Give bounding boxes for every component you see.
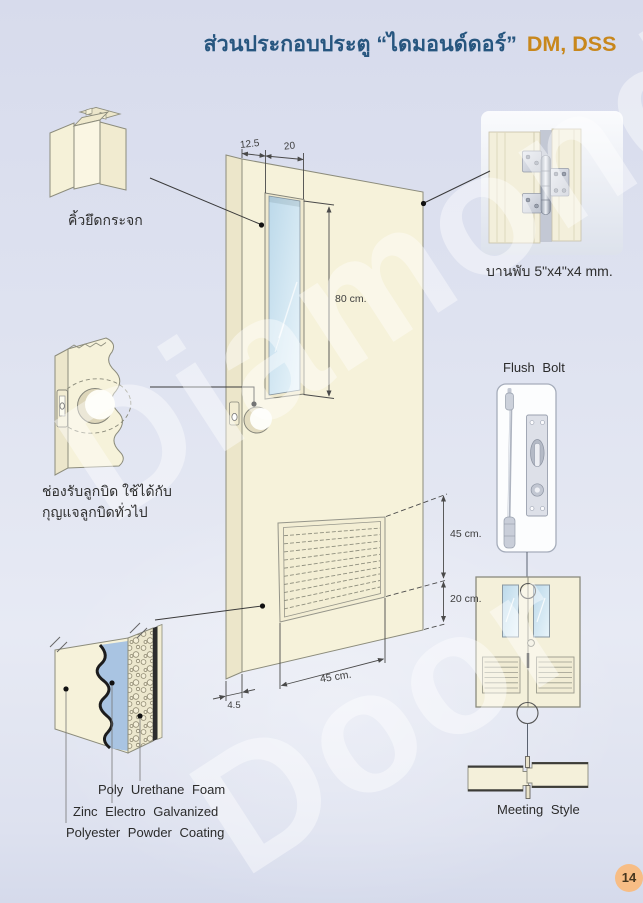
hinge-label: บานพับ 5"x4"x4 mm. — [486, 263, 613, 279]
dim-louver-bottom-gap: 20 cm. — [450, 593, 482, 605]
double-door-illustration — [475, 552, 581, 757]
page-number-badge: 14 — [615, 864, 643, 892]
door-window — [264, 192, 305, 400]
glass-bead-illustration — [49, 107, 127, 198]
door-latch-prep — [229, 401, 240, 426]
hinge-illustration — [481, 111, 623, 255]
meeting-style-label: Meeting Style — [497, 802, 580, 817]
page-title-thai: ส่วนประกอบประตู “ไดมอนด์ดอร์” — [203, 32, 517, 56]
dim-window-height: 80 cm. — [335, 293, 367, 305]
meeting-style-illustration — [467, 756, 589, 799]
layer-label-zinc: Zinc Electro Galvanized — [73, 804, 219, 819]
page-title: ส่วนประกอบประตู “ไดมอนด์ดอร์” DM, DSS — [175, 27, 643, 61]
layer-label-foam: Poly Urethane Foam — [98, 782, 226, 797]
flush-bolt-label: Flush Bolt — [503, 360, 565, 375]
dim-window-width: 20 — [283, 140, 296, 153]
knob-hole-illustration — [54, 337, 132, 476]
glass-bead-label: คิ้วยึดกระจก — [68, 212, 143, 228]
door-louver — [277, 516, 386, 623]
knob-hole-label-line2: กุญแจลูกบิดทั่วไป — [42, 504, 148, 520]
door-knob-hole — [243, 406, 272, 434]
dim-louver-height: 45 cm. — [450, 528, 482, 540]
layer-label-coating: Polyester Powder Coating — [66, 825, 225, 840]
cross-section-illustration — [49, 622, 163, 823]
door-illustration — [225, 154, 424, 680]
leader-lines — [149, 170, 491, 621]
knob-hole-label-line1: ช่องรับลูกบิด ใช้ได้กับ — [42, 483, 172, 499]
flush-bolt-illustration — [496, 383, 557, 553]
dim-edge-to-window: 12.5 — [239, 138, 260, 151]
dim-door-thickness: 4.5 — [227, 700, 241, 711]
dimension-lines — [212, 149, 448, 701]
page-title-models: DM, DSS — [526, 32, 617, 56]
